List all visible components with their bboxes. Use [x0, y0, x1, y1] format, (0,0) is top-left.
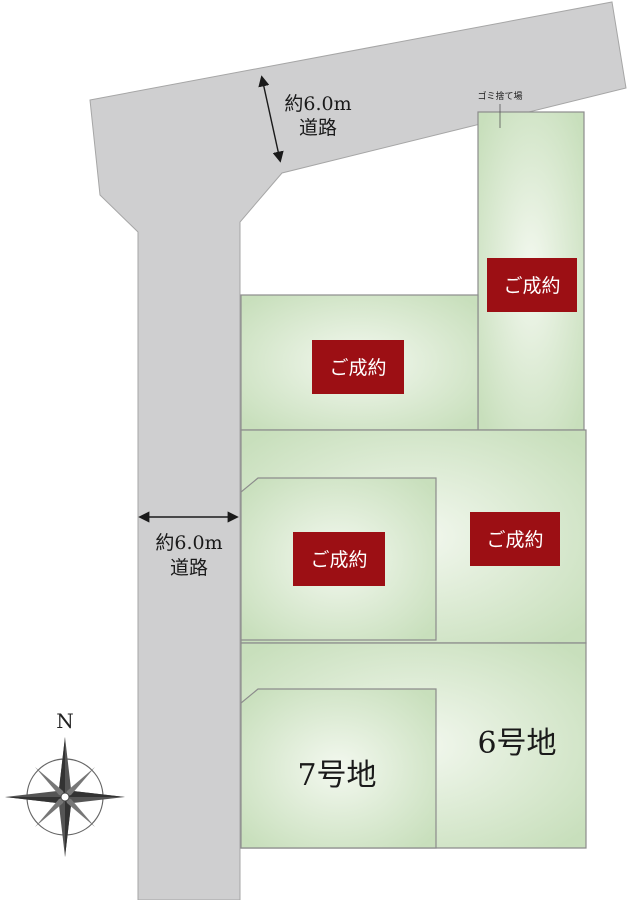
north-road-name-label: 道路 [299, 117, 337, 139]
west-road-name-label: 道路 [170, 557, 208, 579]
compass-rose-icon [5, 737, 125, 857]
garbage-label: ゴミ捨て場 [477, 90, 522, 102]
svg-text:ご成約: ご成約 [329, 357, 386, 379]
sold-badge-top-right: ご成約 [487, 258, 577, 312]
road-north [89, 1, 627, 900]
svg-text:ご成約: ご成約 [310, 549, 367, 571]
svg-text:ご成約: ご成約 [503, 275, 560, 297]
north-road-width-label: 約6.0m [284, 93, 351, 115]
lot-7[interactable] [240, 688, 437, 849]
sold-badge-upper-left: ご成約 [312, 340, 404, 394]
sold-badge-mid-left: ご成約 [293, 532, 385, 586]
compass-north-label: N [56, 709, 74, 733]
lot-6-label: 6号地 [477, 726, 556, 761]
north-road-dimension-arrow [258, 75, 284, 163]
sold-badge-mid-right: ご成約 [470, 512, 560, 566]
lot-7-label: 7号地 [297, 758, 376, 793]
west-road-width-label: 約6.0m [155, 532, 222, 554]
svg-text:ご成約: ご成約 [486, 529, 543, 551]
